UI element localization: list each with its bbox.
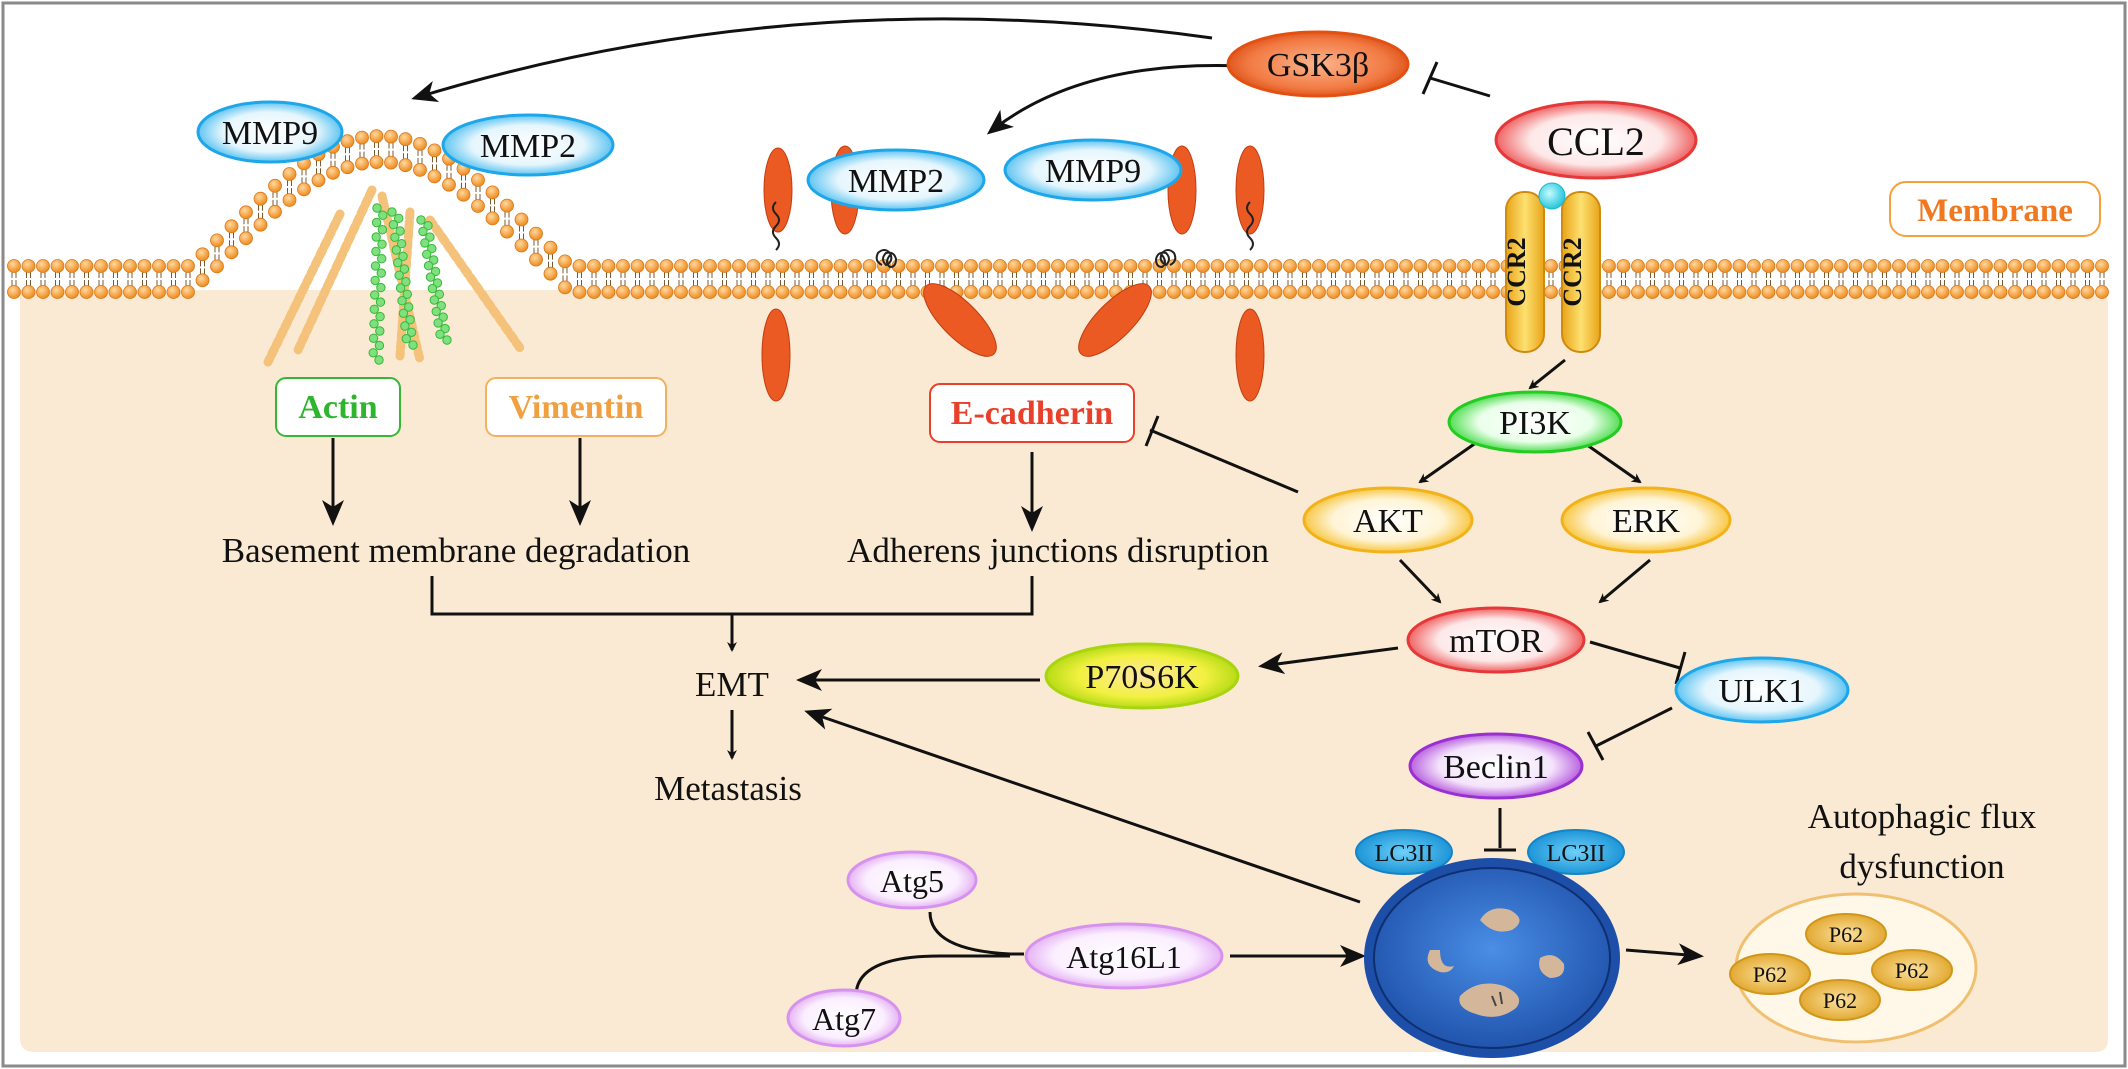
- p70s6k-node: P70S6K: [1044, 642, 1240, 710]
- atg16l1-node: Atg16L1: [1024, 922, 1224, 990]
- mmp9-left-node: MMP9: [196, 100, 344, 164]
- beclin1-node: Beclin1: [1408, 732, 1584, 800]
- mmp2-left-node: MMP2: [441, 113, 615, 177]
- actin-box: Actin: [275, 377, 401, 437]
- mmp9-left-label: MMP9: [222, 115, 318, 152]
- actin-label: Actin: [298, 389, 377, 426]
- p62-label-c: P62: [1895, 958, 1929, 983]
- membrane-label-box: [1889, 181, 2101, 237]
- mmp9-mid-node: MMP9: [1003, 138, 1183, 202]
- mmp9-mid-label: MMP9: [1045, 153, 1141, 190]
- p62-label-d: P62: [1823, 988, 1857, 1013]
- lc3ii-left-label: LC3II: [1375, 841, 1434, 867]
- lc3ii-right-node: LC3II: [1527, 829, 1625, 875]
- erk-label: ERK: [1612, 503, 1680, 540]
- p62-node-d: P62: [1799, 979, 1881, 1021]
- mmp2-left-label: MMP2: [480, 128, 576, 165]
- gsk3b-label: GSK3β: [1267, 47, 1369, 84]
- cadherin-coils: [772, 201, 1254, 269]
- gsk3b-node: GSK3β: [1226, 30, 1410, 98]
- ccr2-label-left: CCR2: [1502, 237, 1531, 306]
- pi3k-label: PI3K: [1499, 405, 1571, 442]
- ccl2-label: CCL2: [1547, 119, 1645, 164]
- p62-node-b: P62: [1729, 953, 1811, 995]
- basement-membrane-degradation-text: Basement membrane degradation: [222, 531, 690, 570]
- mtor-node: mTOR: [1406, 606, 1586, 674]
- beclin1-label: Beclin1: [1443, 749, 1549, 786]
- p62-cluster: P62 P62 P62 P62: [1729, 892, 1978, 1044]
- p70s6k-label: P70S6K: [1085, 659, 1199, 696]
- lc3ii-right-label: LC3II: [1547, 841, 1606, 867]
- emt-text: EMT: [695, 665, 769, 704]
- ccl2-node: CCL2: [1494, 100, 1698, 180]
- ulk1-node: ULK1: [1674, 656, 1850, 724]
- mmp2-mid-label: MMP2: [848, 163, 944, 200]
- lc3ii-left-node: LC3II: [1355, 829, 1453, 875]
- adherens-junctions-disruption-text: Adherens junctions disruption: [847, 531, 1269, 570]
- atg5-label: Atg5: [880, 863, 944, 899]
- lipid-bilayer-membrane: [7, 129, 2109, 299]
- akt-label: AKT: [1353, 503, 1423, 540]
- atg7-node: Atg7: [786, 988, 902, 1048]
- membrane-label: Membrane: [1917, 193, 2073, 229]
- ccr2-label-right: CCR2: [1558, 237, 1587, 306]
- ccr2-receptor-pair: [1505, 182, 1601, 353]
- atg16l1-label: Atg16L1: [1066, 939, 1182, 975]
- vimentin-box: Vimentin: [485, 377, 667, 437]
- p62-label-b: P62: [1753, 962, 1787, 987]
- p62-node-c: P62: [1871, 949, 1953, 991]
- metastasis-text: Metastasis: [654, 769, 802, 808]
- actin-filaments: [368, 203, 452, 365]
- dysfunction-text: dysfunction: [1839, 847, 2004, 886]
- mtor-label: mTOR: [1449, 623, 1543, 660]
- pi3k-node: PI3K: [1447, 390, 1623, 454]
- p62-node-a: P62: [1805, 913, 1887, 955]
- autophagic-flux-text: Autophagic flux: [1808, 797, 2037, 836]
- connector-lines: [322, 17, 1704, 997]
- atg7-label: Atg7: [812, 1001, 876, 1037]
- vimentin-label: Vimentin: [509, 389, 644, 426]
- mmp2-mid-node: MMP2: [806, 148, 986, 212]
- autolysosome: [1364, 858, 1620, 1058]
- p62-label-a: P62: [1829, 922, 1863, 947]
- ecadherin-box: E-cadherin: [929, 383, 1135, 443]
- erk-node: ERK: [1560, 486, 1732, 554]
- akt-node: AKT: [1302, 486, 1474, 554]
- ulk1-label: ULK1: [1719, 673, 1806, 710]
- atg5-node: Atg5: [846, 850, 978, 910]
- ecadherin-label: E-cadherin: [951, 395, 1114, 432]
